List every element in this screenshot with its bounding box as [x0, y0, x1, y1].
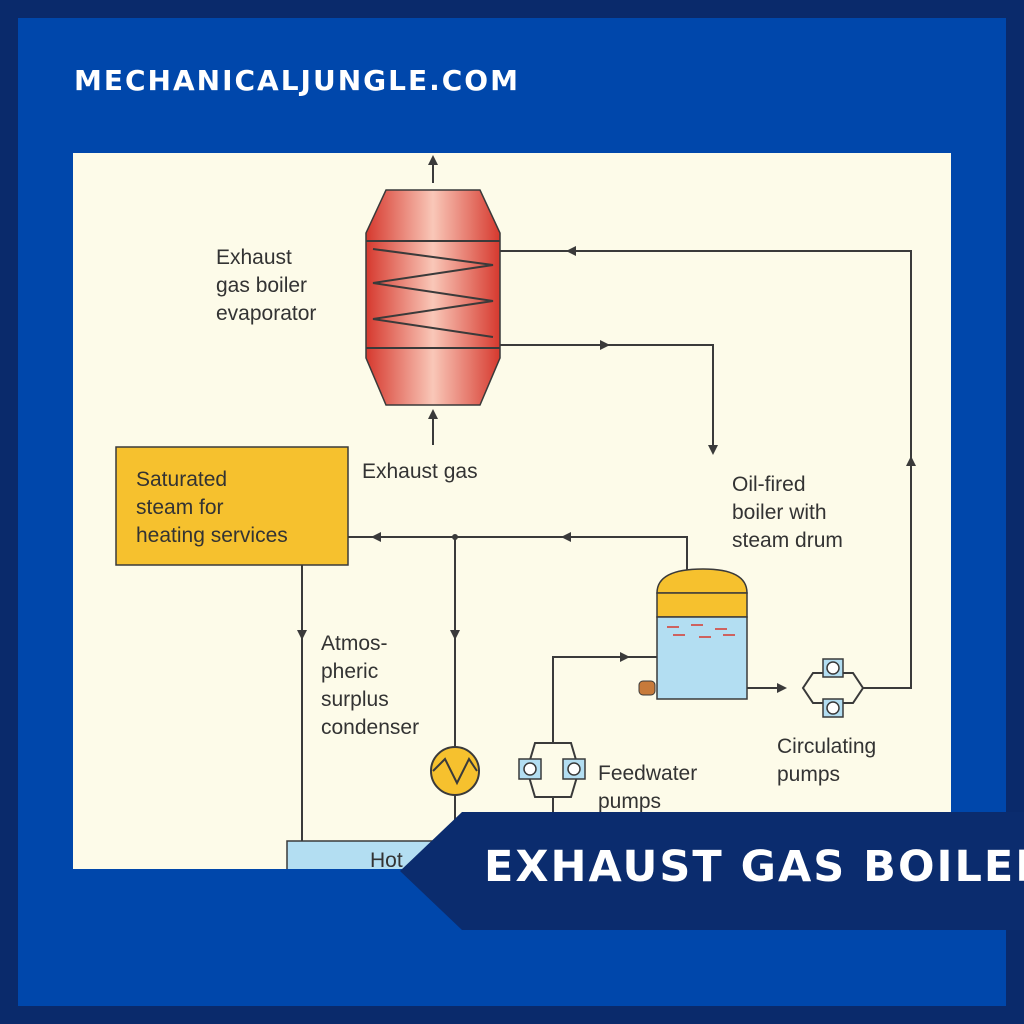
- feedwater-pumps: [518, 742, 586, 798]
- steam-box-label: Saturated steam for heating services: [136, 468, 288, 547]
- banner-title: EXHAUST GAS BOILER: [484, 842, 1024, 892]
- evaporator-label: Exhaust gas boiler evaporator: [216, 246, 316, 325]
- exhaust-gas-label: Exhaust gas: [362, 460, 478, 483]
- oil-boiler-label: Oil-fired boiler with steam drum: [732, 473, 843, 552]
- burner-icon: [638, 680, 656, 696]
- condenser-label: Atmos- pheric surplus condenser: [321, 632, 419, 739]
- evaporator-coil: [372, 248, 494, 338]
- oil-fired-boiler: [638, 568, 748, 700]
- site-title: MECHANICALJUNGLE.COM: [74, 64, 520, 97]
- circulating-pumps: [801, 658, 865, 718]
- circulating-label: Circulating pumps: [777, 735, 882, 786]
- steam-services-box: [115, 446, 349, 566]
- feedwater-label: Feedwater pumps: [598, 762, 703, 813]
- steam-supply-line: [348, 536, 688, 571]
- hotwell-label: Hot: [370, 849, 403, 869]
- condenser-symbol: [430, 746, 480, 796]
- evaporator-vessel: [365, 189, 501, 406]
- boiler-diagram: Exhaust gas boiler evaporator Exhaust ga…: [115, 155, 916, 869]
- feedwater-supply-line: [552, 656, 657, 743]
- diagram-area: Exhaust gas boiler evaporator Exhaust ga…: [73, 153, 951, 869]
- evaporator-outlet-line: [500, 344, 714, 453]
